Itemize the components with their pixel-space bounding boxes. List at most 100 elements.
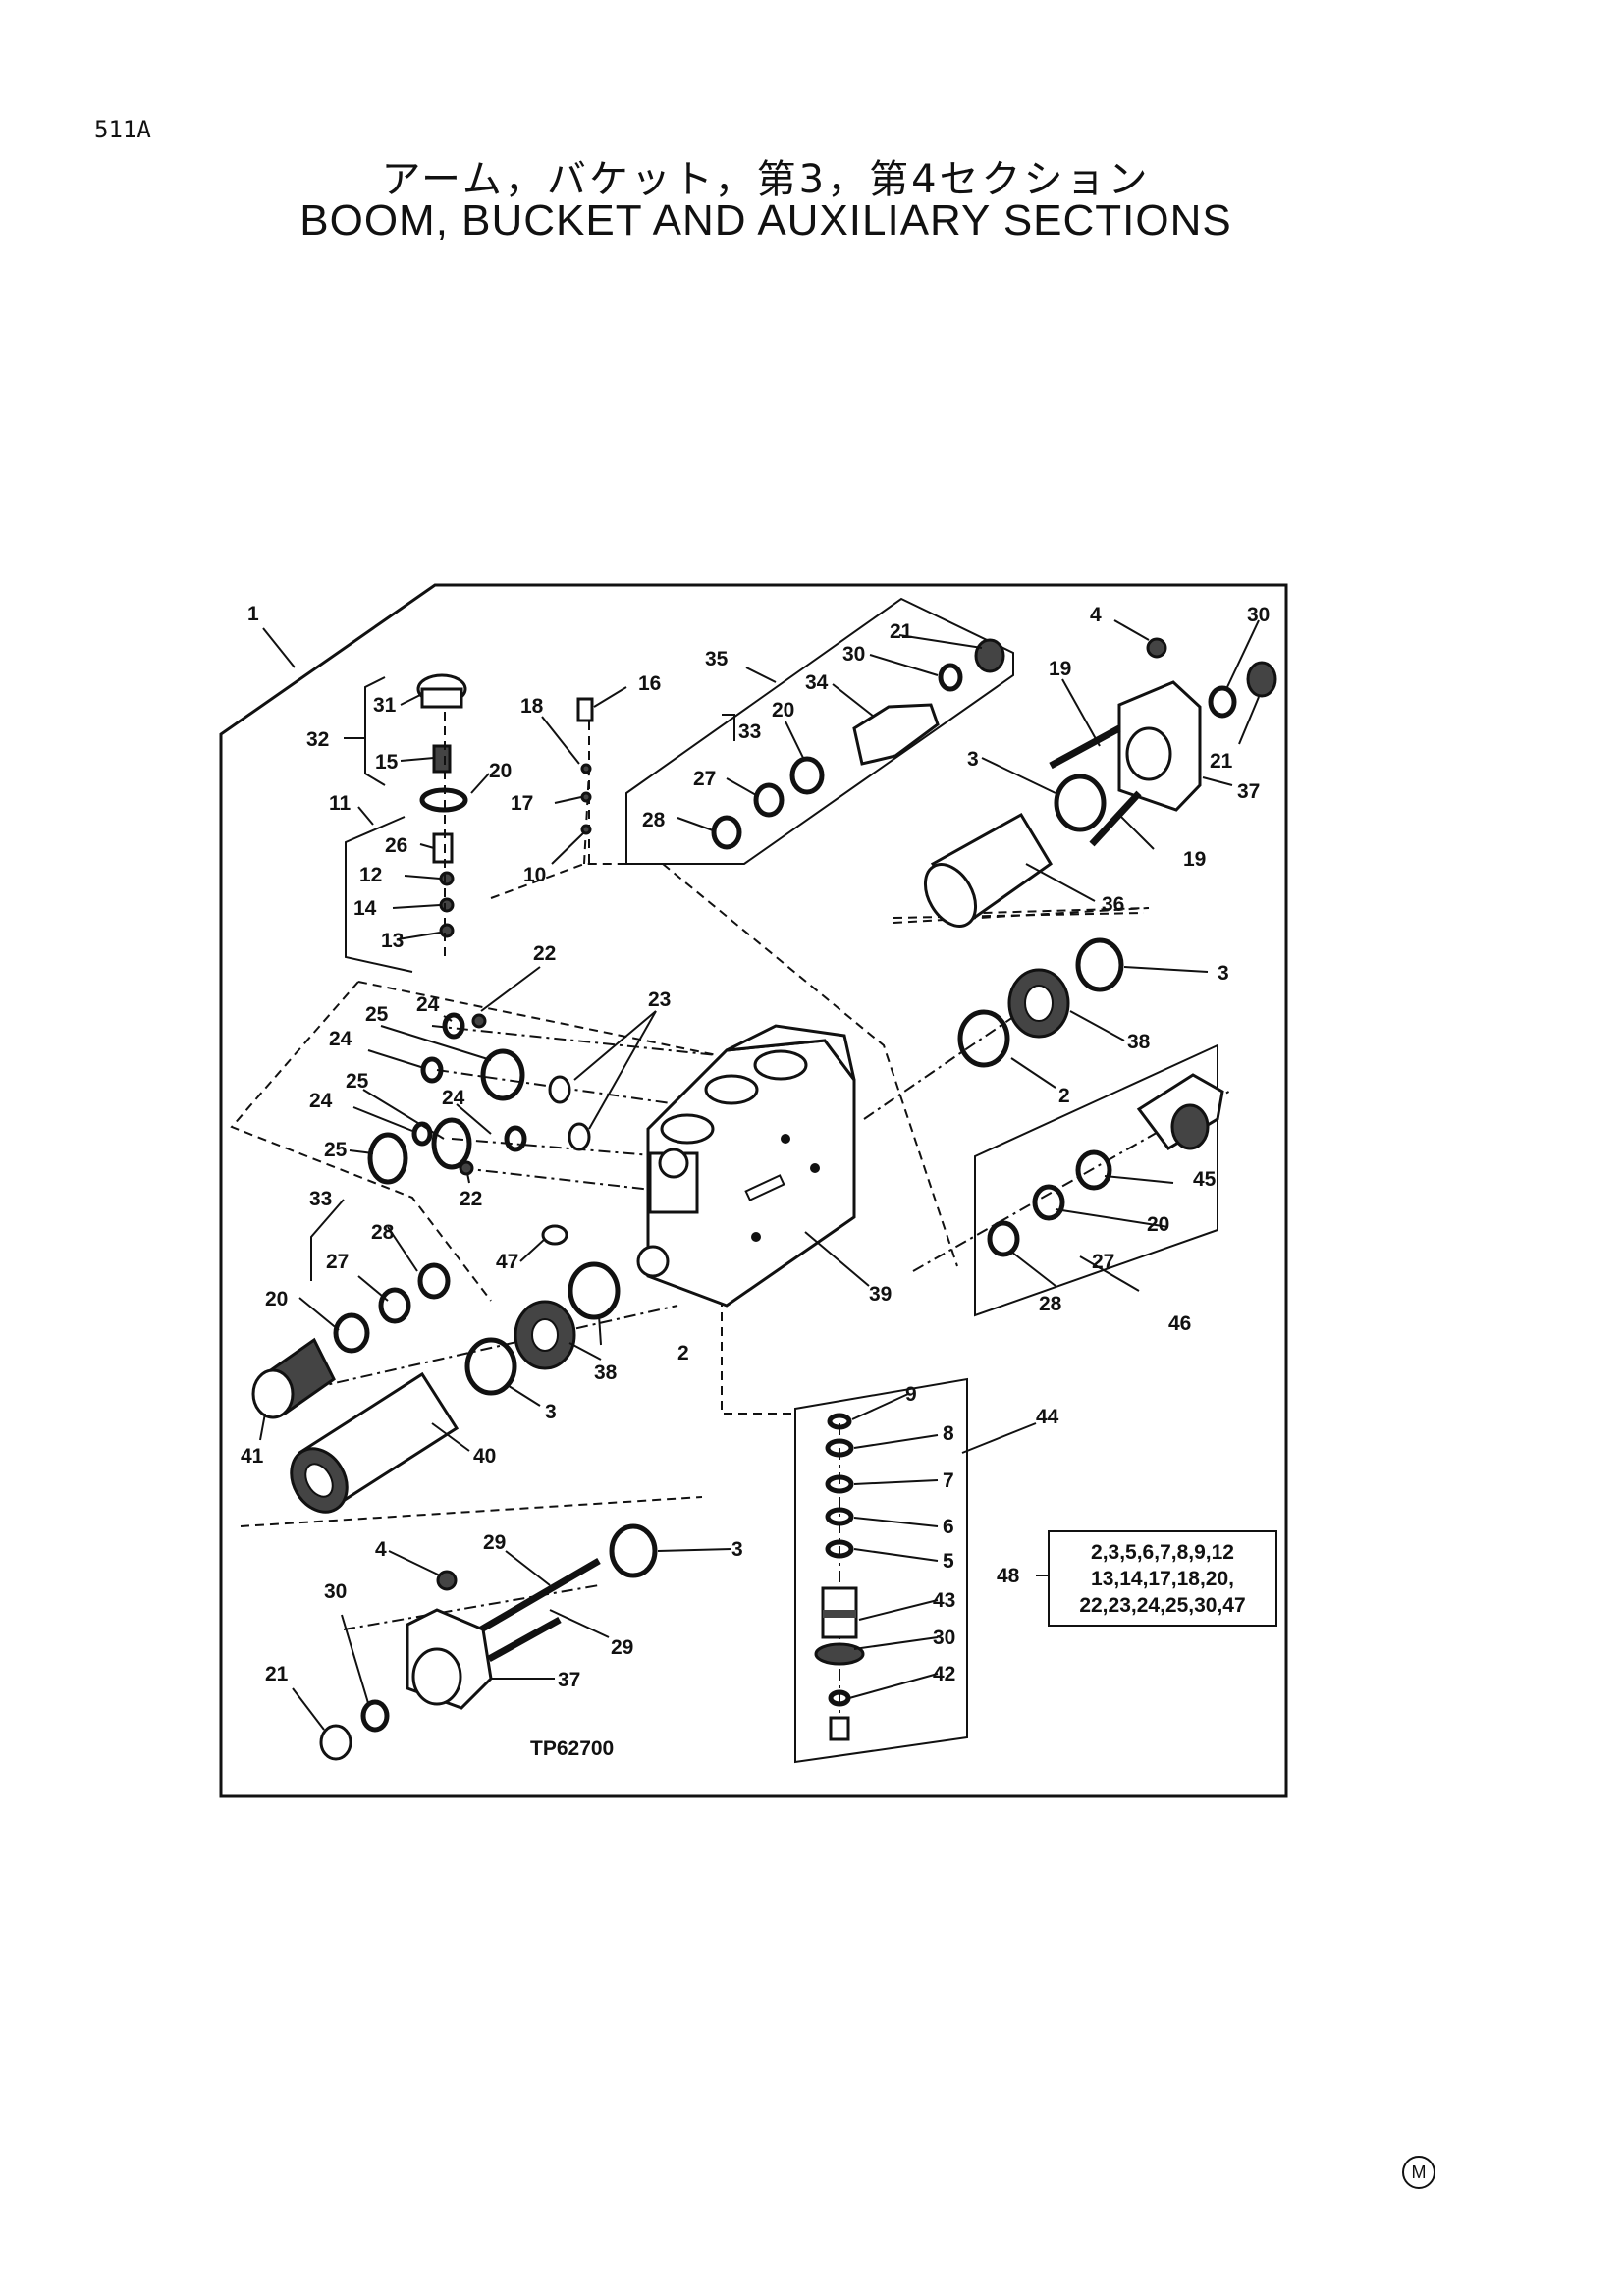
assembly-line [230,981,492,1302]
plug-45 [1136,1073,1224,1150]
ring-47 [541,1224,568,1246]
ring-3d [609,1523,658,1578]
assembly-line [662,863,958,1267]
ring-3a [1054,774,1107,832]
callout-label: 24 [309,1090,333,1112]
callout-label: 27 [326,1251,349,1273]
bolt-29a [479,1557,601,1633]
group-33-outline [310,1199,345,1281]
ring-28b [987,1220,1020,1257]
assembly-line [436,1069,713,1110]
callout-label: 2 [677,1342,689,1364]
ring-24c [504,1125,527,1152]
callout-label: 25 [365,1003,389,1026]
ring-20b [789,756,825,795]
callout-label: 34 [805,671,829,694]
ring-5 [825,1539,854,1559]
callout-label: 46 [1168,1312,1191,1335]
assembly-line [264,1305,678,1400]
ring-30c [828,1689,851,1707]
kit-note-box [1048,1530,1277,1627]
callout-label: 10 [523,864,546,886]
callout-label: 24 [329,1028,352,1050]
callout-label: 37 [558,1669,580,1691]
title-japanese: アーム，バケット，第3，第4セクション [381,157,1151,202]
callout-label: 47 [496,1251,518,1273]
callout-label: 12 [359,864,382,886]
ring-3c [464,1337,517,1396]
ring-3b [1075,937,1124,992]
callout-label: 22 [533,942,556,965]
plug-41 [251,1337,336,1419]
callout-label: 26 [385,834,407,857]
plug-21a [974,638,1005,673]
callout-label: 21 [265,1663,289,1685]
callout-label: 20 [489,760,512,782]
callout-label: 22 [460,1188,482,1210]
callout-label: 30 [1247,604,1270,626]
callout-label: 6 [943,1516,954,1538]
group-11-outline [345,816,413,973]
callout-label: 42 [933,1663,955,1685]
callout-label: 36 [1102,893,1124,916]
plug-4a [1146,637,1167,659]
callout-label: 24 [442,1087,465,1109]
leader-lines [259,619,1260,1731]
seal-10 [580,824,592,835]
assembly-line [357,981,718,1056]
callout-label: 3 [731,1538,743,1561]
callout-label: 40 [473,1445,496,1468]
assembly-line [721,1268,795,1415]
callout-label: 44 [1036,1406,1059,1428]
callout-label: 2 [1058,1085,1070,1107]
group-46-outline [974,1043,1218,1317]
ring-28c [417,1262,451,1300]
plug-16 [576,697,594,722]
bolt-19b [1089,790,1142,847]
callout-label: 7 [943,1469,954,1492]
callout-label: 28 [371,1221,395,1244]
callout-label: 35 [705,648,729,670]
callout-label: 39 [869,1283,892,1306]
callout-label: 30 [324,1580,347,1603]
ring-7 [825,1474,854,1494]
seal-17 [580,791,592,803]
seal-12 [439,871,455,886]
ring-30b [1208,685,1237,719]
callout-label: 30 [842,643,865,666]
ring-24a [442,1012,465,1040]
callout-label: 31 [373,694,397,717]
ring-9 [827,1413,852,1430]
callout-label: 20 [1147,1213,1169,1236]
callout-label: 19 [1049,658,1071,680]
sleeve-40 [290,1371,460,1514]
callout-label: 27 [693,768,716,790]
callout-label: 32 [306,728,329,751]
callout-label: 20 [772,699,794,721]
callout-label: 20 [265,1288,288,1310]
ring-27c [378,1287,411,1324]
ring-20d [333,1312,370,1354]
ring-28a [711,815,742,850]
seal-38a [1007,968,1070,1039]
callout-label: 38 [1127,1031,1151,1053]
disc-23a [548,1075,571,1104]
callout-labels: 1 31 32 15 20 11 26 12 14 13 18 16 17 10… [241,603,1270,1691]
seal-38b [514,1300,576,1370]
plug-4b [436,1570,458,1591]
callout-label: 17 [511,792,533,815]
callout-label: 5 [943,1550,954,1573]
seal-14 [439,897,455,913]
callout-label: 41 [241,1445,264,1468]
callout-label: 33 [309,1188,332,1210]
callout-label: 29 [483,1531,506,1554]
spool-43 [814,1586,865,1666]
plug-21c [319,1724,352,1761]
callout-label: 18 [520,695,544,718]
callout-label: 4 [1090,604,1102,626]
sleeve-36 [923,812,1054,928]
ring-8 [825,1438,854,1458]
ball-22b [459,1160,474,1176]
group-35-outline [625,597,1014,865]
bolt-19a [1049,724,1121,770]
